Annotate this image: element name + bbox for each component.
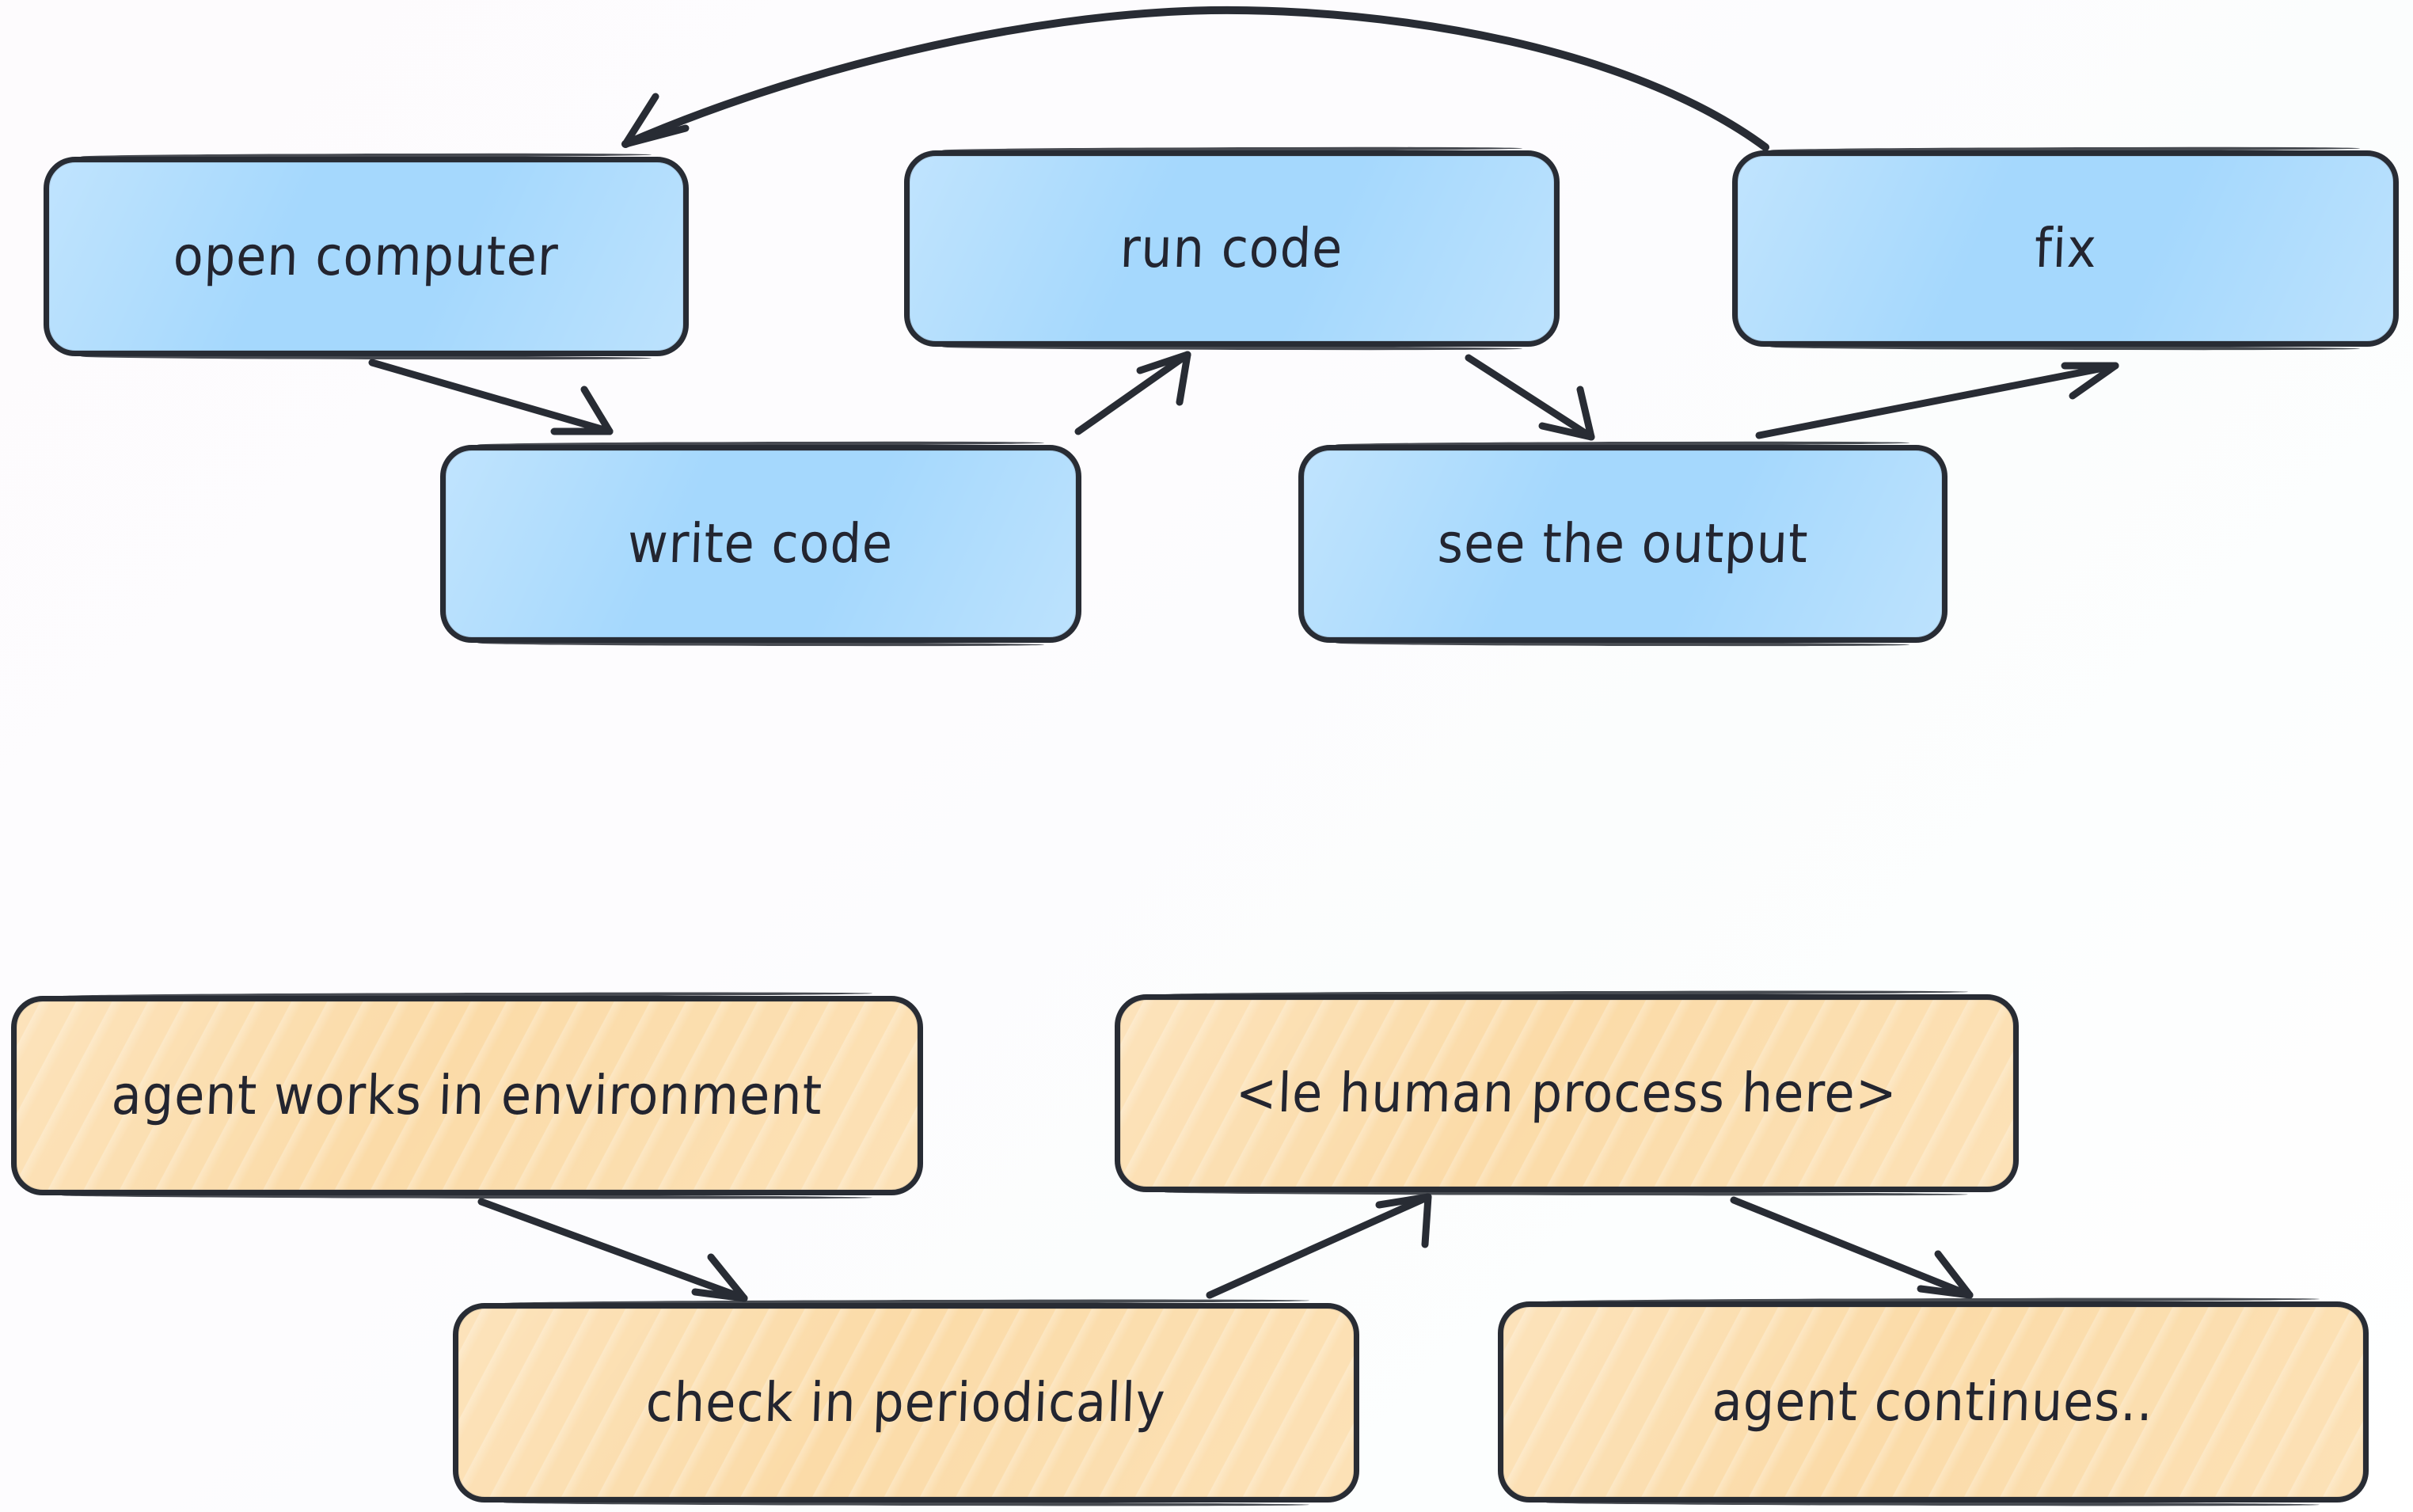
node-agent-continues[interactable]: agent continues.. bbox=[1498, 1301, 2369, 1503]
node-open-computer[interactable]: open computer bbox=[44, 157, 689, 356]
node-label: open computer bbox=[172, 224, 560, 289]
edge-write-code-to-run-code bbox=[1074, 351, 1191, 435]
edge-open-computer-to-write-code bbox=[368, 359, 614, 435]
node-write-code[interactable]: write code bbox=[440, 445, 1081, 643]
node-check-in-periodically[interactable]: check in periodically bbox=[453, 1303, 1359, 1503]
edge-see-the-output-to-fix bbox=[1755, 362, 2119, 439]
node-label: write code bbox=[627, 511, 895, 576]
node-fix[interactable]: fix bbox=[1732, 150, 2399, 347]
edge-fix-to-open-computer bbox=[621, 6, 1769, 151]
node-label: see the output bbox=[1436, 511, 1810, 576]
node-label: run code bbox=[1119, 216, 1345, 281]
node-label: check in periodically bbox=[644, 1370, 1168, 1435]
node-see-the-output[interactable]: see the output bbox=[1298, 445, 1948, 643]
node-le-human-process-here[interactable]: <le human process here> bbox=[1115, 994, 2019, 1192]
edge-agent-works-to-check-in bbox=[477, 1198, 748, 1302]
edge-run-code-to-see-the-output bbox=[1465, 354, 1595, 441]
node-run-code[interactable]: run code bbox=[904, 150, 1560, 347]
node-label: fix bbox=[2033, 216, 2098, 281]
edge-check-in-to-human-process bbox=[1206, 1193, 1432, 1299]
node-label: <le human process here> bbox=[1234, 1061, 1899, 1126]
edge-human-process-to-agent-continues bbox=[1730, 1196, 1974, 1299]
node-agent-works-in-environment[interactable]: agent works in environment bbox=[11, 996, 923, 1195]
node-label: agent continues.. bbox=[1712, 1370, 2155, 1434]
node-label: agent works in environment bbox=[110, 1063, 824, 1128]
